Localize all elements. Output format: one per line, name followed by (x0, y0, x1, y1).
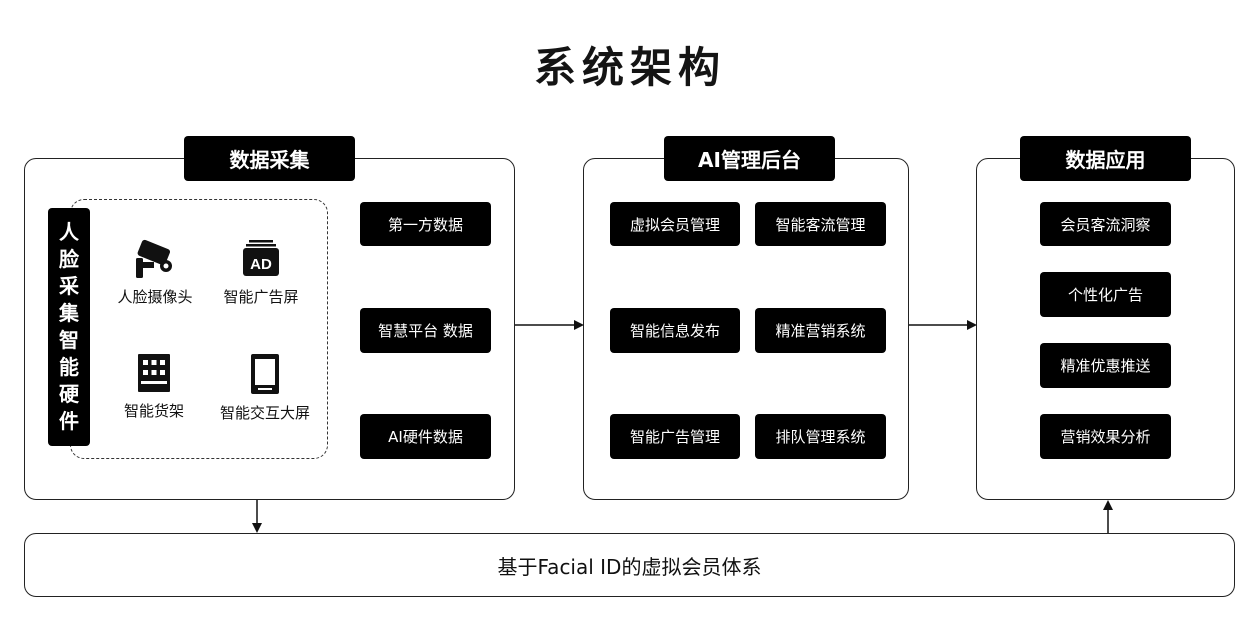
data-collection-tag: 数据采集 (184, 136, 355, 181)
device-interactive-screen: 智能交互大屏 (205, 352, 325, 423)
arrow-base-to-application (1103, 500, 1113, 533)
ai-admin-tag: AI管理后台 (664, 136, 835, 181)
ad-icon-text: AD (250, 256, 272, 273)
app-member-insight: 会员客流洞察 (1040, 202, 1171, 246)
device-label: 智能货架 (123, 402, 184, 420)
device-label: 人脸摄像头 (117, 288, 193, 306)
arrow-collection-to-base (252, 500, 262, 533)
admin-smart-traffic: 智能客流管理 (755, 202, 886, 246)
page-title: 系统架构 (533, 43, 726, 92)
admin-info-publish: 智能信息发布 (610, 308, 740, 353)
device-label: 智能广告屏 (223, 288, 299, 306)
admin-virtual-member: 虚拟会员管理 (610, 202, 740, 246)
ad-screen-icon: AD (243, 240, 279, 276)
app-coupon-push: 精准优惠推送 (1040, 343, 1171, 388)
app-personalized-ads: 个性化广告 (1040, 272, 1171, 317)
device-smart-shelf: 智能货架 (94, 352, 214, 421)
virtual-member-system-bar: 基于Facial ID的虚拟会员体系 (24, 533, 1235, 597)
data-application-tag: 数据应用 (1020, 136, 1191, 181)
camera-icon (136, 239, 172, 278)
source-first-party-data: 第一方数据 (360, 202, 491, 246)
device-label: 智能交互大屏 (219, 404, 310, 422)
admin-queue-system: 排队管理系统 (755, 414, 886, 459)
shelf-icon (138, 354, 170, 392)
device-smart-ad-screen: AD 智能广告屏 (201, 238, 321, 307)
device-face-camera: 人脸摄像头 (95, 238, 215, 307)
app-marketing-analysis: 营销效果分析 (1040, 414, 1171, 459)
face-hardware-vertical-label: 人 脸 采 集 智 能 硬 件 (48, 208, 90, 446)
admin-ad-management: 智能广告管理 (610, 414, 740, 459)
admin-precise-marketing: 精准营销系统 (755, 308, 886, 353)
arrow-collection-to-admin (515, 320, 584, 330)
source-smart-platform-data: 智慧平台 数据 (360, 308, 491, 353)
source-ai-hardware-data: AI硬件数据 (360, 414, 491, 459)
arrow-admin-to-application (909, 320, 977, 330)
interactive-screen-icon (251, 354, 279, 394)
